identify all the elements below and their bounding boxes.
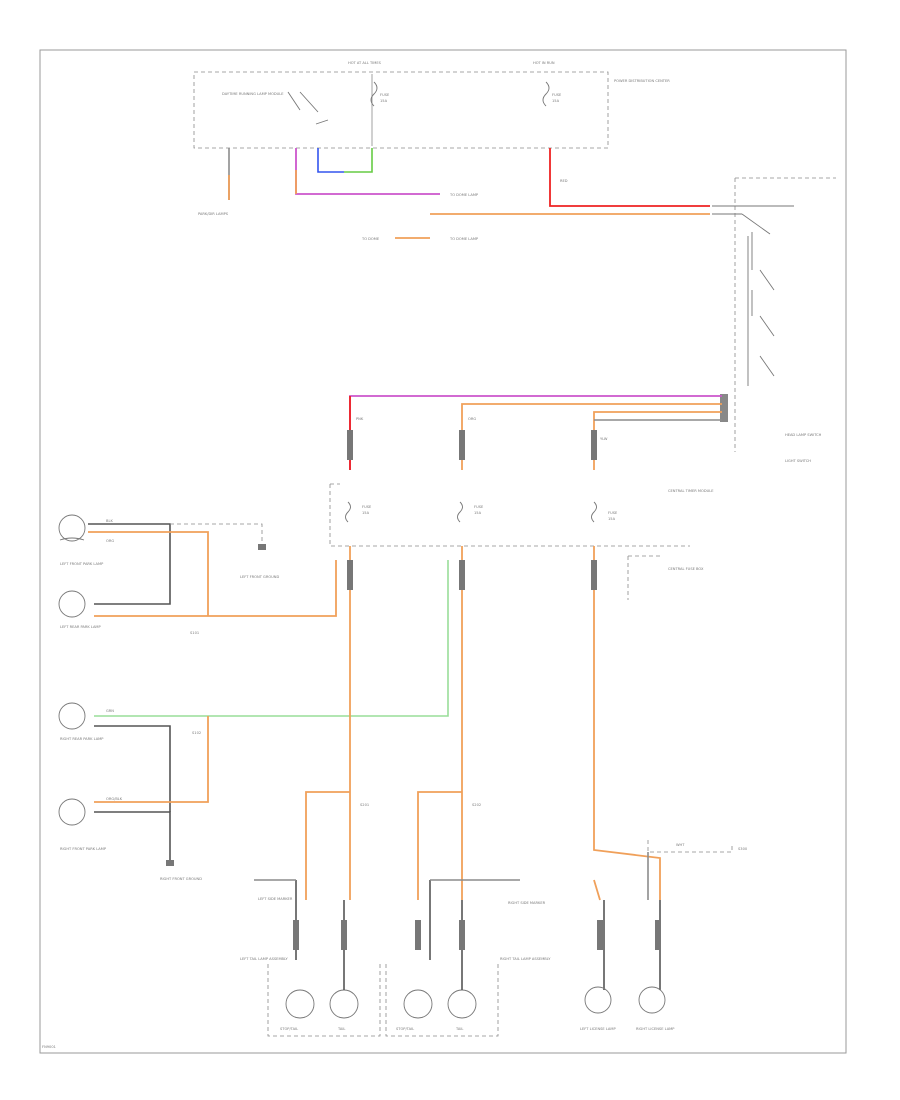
right-front-park-lamp: RIGHT FRONT PARK LAMP RIGHT FRONT GROUND (58, 798, 202, 881)
fuse-right-amp: 15A (608, 517, 616, 521)
park-dir-lamps-label: PARK/DIR LAMPS (198, 212, 229, 216)
right-stop-tail-label: STOP/TAIL (396, 1027, 414, 1031)
wire-label-org-2: ORG (468, 417, 476, 421)
wire-label-ylw: YLW (600, 437, 608, 441)
relay-contacts (287, 91, 329, 125)
left-tail-lamp-assembly: S201 LEFT SIDE MARKER LEFT TAIL LAMP ASS… (240, 791, 381, 1037)
right-rear-park-lamp: RIGHT REAR PARK LAMP S102 (58, 560, 449, 812)
left-tail-lamp-label: LEFT TAIL LAMP ASSEMBLY (240, 957, 289, 961)
right-splice-label: S102 (192, 731, 201, 735)
fuse-drop-wires (349, 546, 661, 901)
left-tail-label: TAIL (337, 1027, 345, 1031)
fuse-2-amp: 15A (552, 99, 560, 103)
right-side-marker-label: RIGHT SIDE MARKER (508, 901, 546, 905)
headlamp-switch-label: HEAD LAMP SWITCH (785, 433, 822, 437)
to-dome-label: TO DOME (361, 237, 380, 241)
central-fuse-box: FUSE 15A FUSE 15A FUSE 15A CENTRAL TIMER… (329, 483, 714, 600)
right-rear-park-lamp-label: RIGHT REAR PARK LAMP (60, 737, 104, 741)
fuse-1-symbol (370, 81, 378, 107)
feed-wires (349, 395, 722, 470)
to-dome-lamp-label-2: TO DOME LAMP (449, 237, 479, 241)
right-tail-lamp-label: RIGHT TAIL LAMP ASSEMBLY (500, 957, 551, 961)
fuse-mid-amp: 15A (474, 511, 482, 515)
wire-label-orgblk-1: ORG/BLK (106, 797, 123, 801)
headlamp-switch: HEAD LAMP SWITCH LIGHT SWITCH (712, 177, 836, 463)
right-tail-lamp-assembly: S202 RIGHT SIDE MARKER RIGHT TAIL LAMP A… (385, 791, 551, 1037)
fuse-left-amp: 15A (362, 511, 370, 515)
splice-r-label: S202 (472, 803, 481, 807)
license-lamps: LEFT LICENSE LAMP RIGHT LICENSE LAMP S30… (580, 840, 748, 1031)
fuse-mid-label: FUSE (474, 505, 484, 509)
fuse-right-label: FUSE (608, 511, 618, 515)
license-lamp-l-label: LEFT LICENSE LAMP (580, 1027, 616, 1031)
central-timer-module-label: CENTRAL TIMER MODULE (668, 489, 714, 493)
license-lamp-r-label: RIGHT LICENSE LAMP (636, 1027, 675, 1031)
right-front-park-lamp-label: RIGHT FRONT PARK LAMP (60, 847, 107, 851)
page-id: FN9001 (42, 1045, 56, 1049)
wire-label-blk-1: BLK (106, 519, 113, 523)
page-border (39, 49, 847, 1054)
light-switch-label: LIGHT SWITCH (785, 459, 811, 463)
wire-label-org-1: ORG (106, 539, 114, 543)
pdc-label: POWER DISTRIBUTION CENTER (614, 79, 670, 83)
left-rear-park-lamp: LEFT REAR PARK LAMP S101 (58, 560, 337, 635)
wire-red-label: RED (560, 179, 568, 183)
wire-label-pnk: PNK (356, 417, 364, 421)
right-ground-label: RIGHT FRONT GROUND (160, 877, 202, 881)
switch-connector (720, 394, 728, 422)
fuse-2-label: FUSE (552, 93, 562, 97)
left-ground-label: LEFT FRONT GROUND (240, 575, 279, 579)
fuse-box-label: CENTRAL FUSE BOX (668, 567, 704, 571)
left-front-park-lamp: LEFT FRONT PARK LAMP LEFT FRONT GROUND (58, 514, 279, 616)
fuse-left-label: FUSE (362, 505, 372, 509)
rear-splice-label: S300 (738, 847, 748, 851)
power-distribution-center: HOT AT ALL TIMES HOT IN RUN DAYTIME RUNN… (193, 61, 670, 149)
left-front-park-lamp-label: LEFT FRONT PARK LAMP (60, 562, 104, 566)
fuse-1-amp: 15A (380, 99, 388, 103)
drl-module-label: DAYTIME RUNNING LAMP MODULE (222, 92, 284, 96)
left-stop-tail-label: STOP/TAIL (280, 1027, 298, 1031)
to-dome-lamp-label-1: TO DOME LAMP (449, 193, 479, 197)
wire-labels: BLK ORG GRN ORG/BLK PNK ORG YLW WHT (106, 417, 685, 847)
splice-l-label: S201 (360, 803, 369, 807)
connector-markers (293, 430, 661, 950)
left-side-marker-label: LEFT SIDE MARKER (258, 897, 293, 901)
fuse-1-label: FUSE (380, 93, 390, 97)
right-tail-label: TAIL (455, 1027, 463, 1031)
hot-at-all-times-label: HOT AT ALL TIMES (348, 61, 382, 65)
fuse-2-symbol (542, 81, 550, 107)
wire-label-grn-1: GRN (106, 709, 114, 713)
hot-in-run-label: HOT IN RUN (533, 61, 555, 65)
top-wires: PARK/DIR LAMPS TO DOME TO DOME LAMP TO D… (198, 148, 710, 241)
left-rear-park-lamp-label: LEFT REAR PARK LAMP (60, 625, 102, 629)
wire-label-wht: WHT (676, 843, 685, 847)
left-splice-label: S101 (190, 631, 199, 635)
